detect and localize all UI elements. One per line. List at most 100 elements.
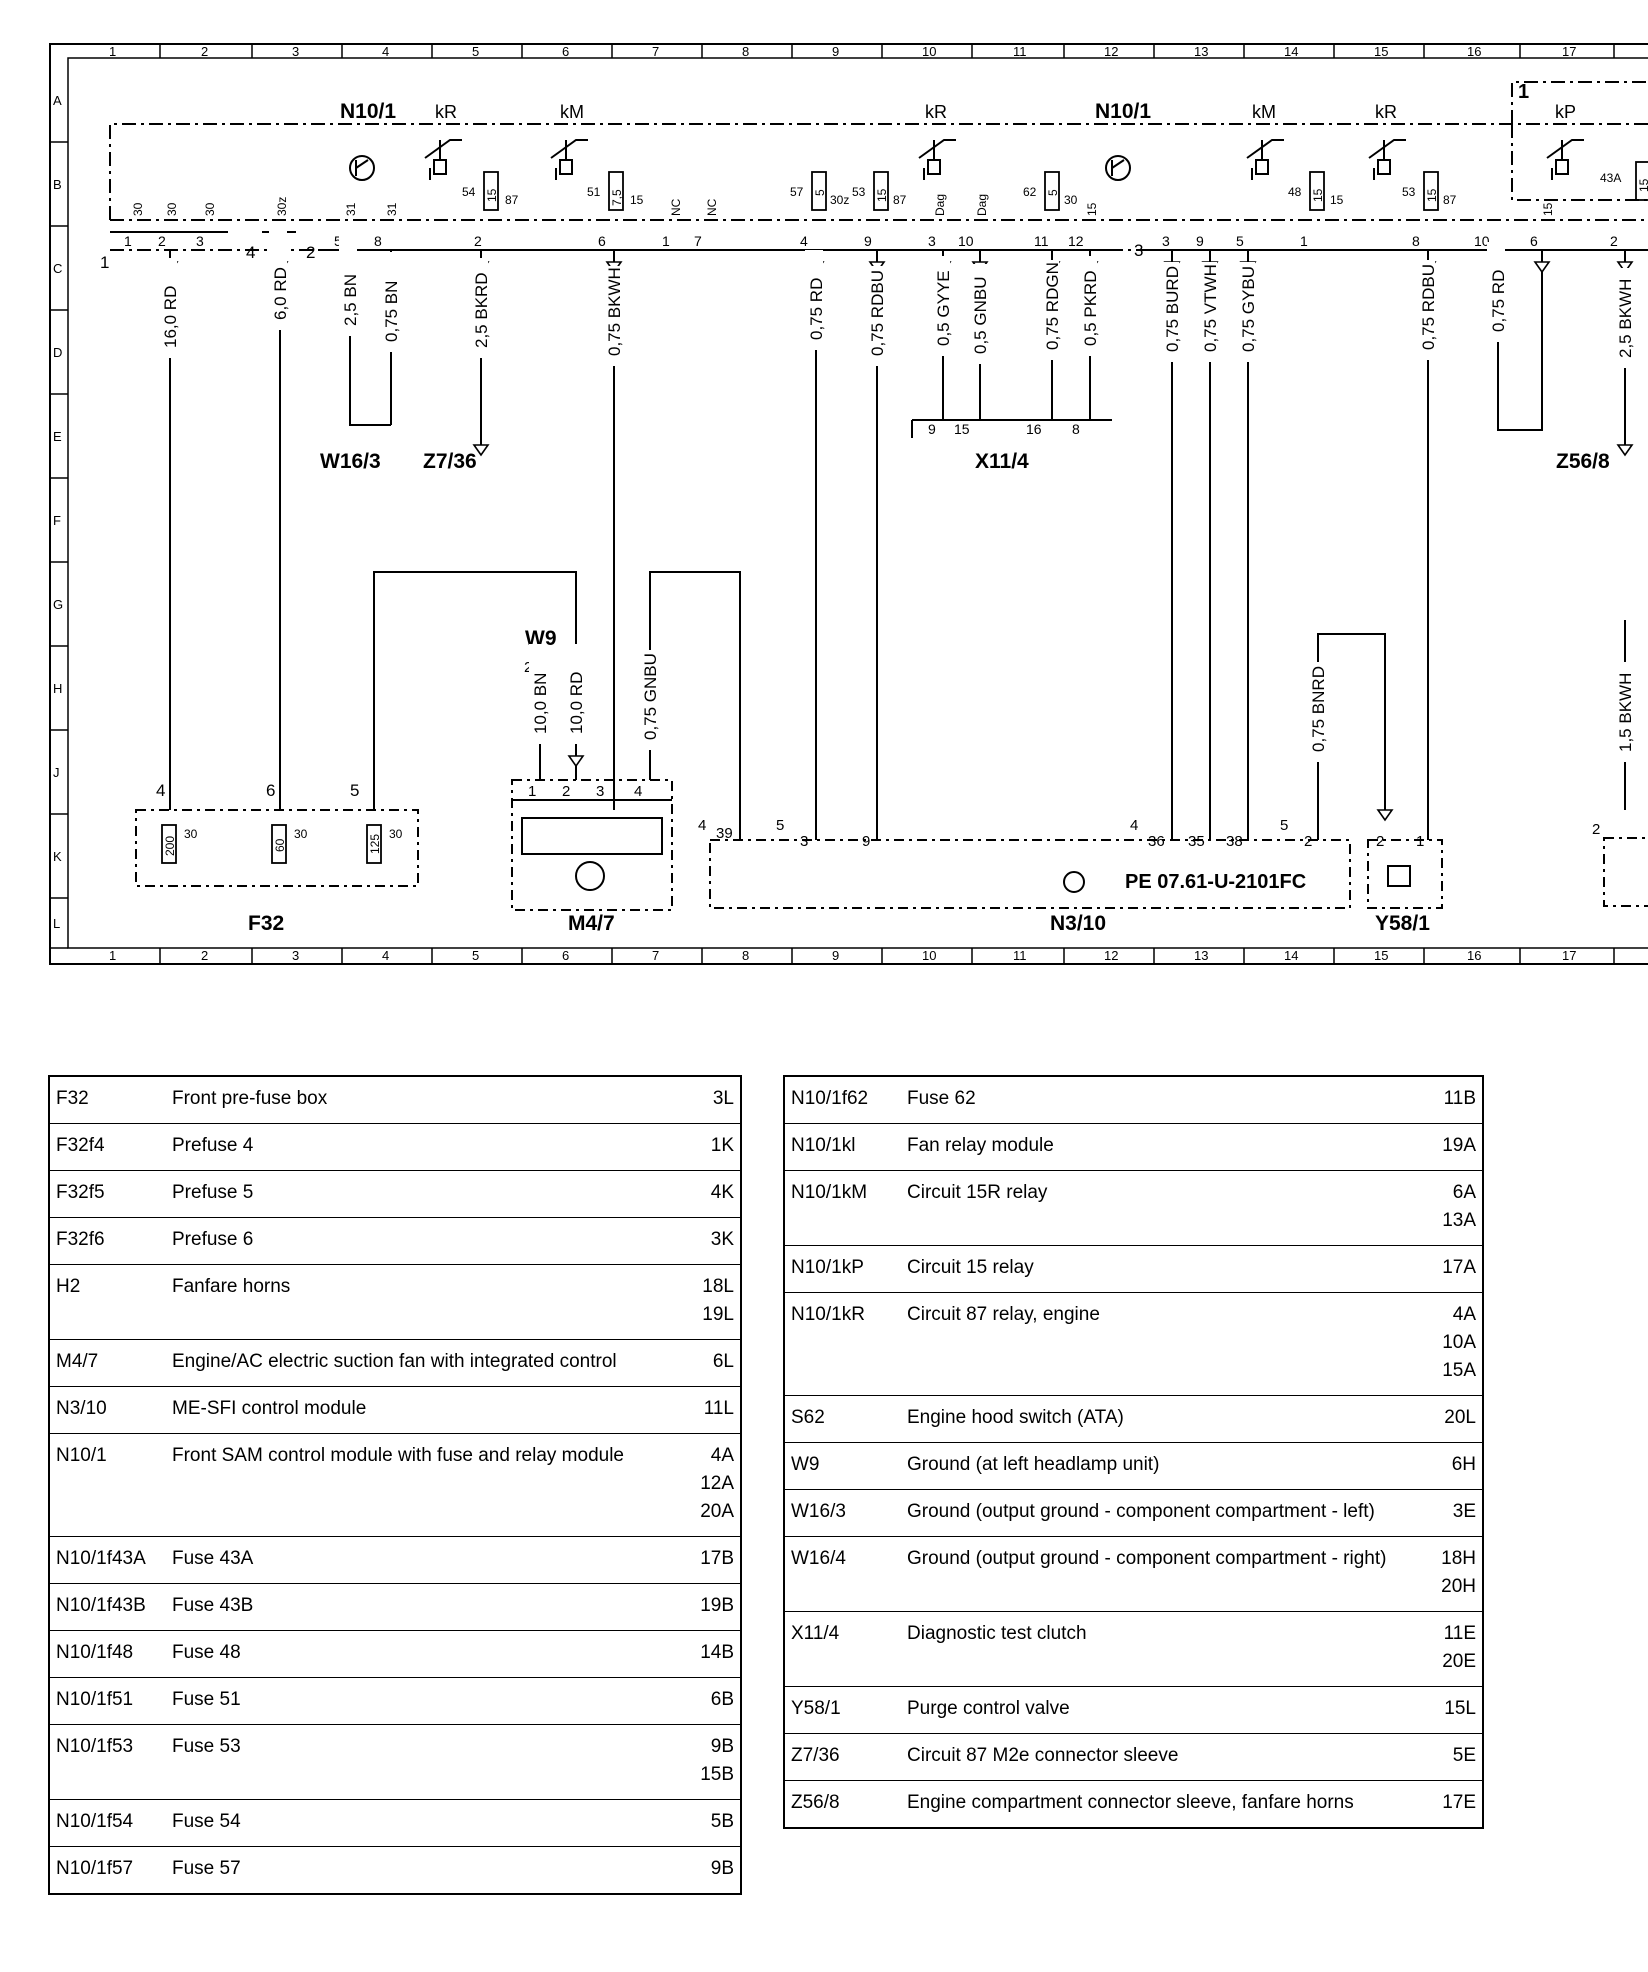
column-label: 9 — [832, 948, 839, 963]
wire-label: 0,75 VTWH — [1201, 264, 1220, 352]
wire-label-bg — [1041, 260, 1059, 360]
svg-text:15: 15 — [1330, 193, 1344, 207]
wire-label-bg — [269, 230, 287, 330]
legend-location: 6H — [1431, 1442, 1483, 1490]
svg-text:4: 4 — [156, 781, 165, 800]
wire-label-bg — [1079, 256, 1097, 356]
wire-label: 0,75 RDBU — [1419, 264, 1438, 350]
column-label: 16 — [1467, 948, 1481, 963]
svg-text:53: 53 — [1402, 185, 1416, 199]
x11-4-connector — [911, 419, 1112, 438]
legend-description: Fuse 62 — [901, 1075, 1432, 1124]
legend-code: N10/1kR — [784, 1292, 901, 1396]
svg-text:6: 6 — [598, 233, 606, 249]
legend-location: 19A — [1431, 1123, 1483, 1171]
svg-text:2: 2 — [474, 233, 482, 249]
svg-text:15: 15 — [1085, 202, 1099, 216]
legend-code: F32f5 — [49, 1170, 166, 1218]
svg-text:3: 3 — [596, 783, 604, 800]
column-label: 5 — [472, 44, 479, 59]
legend-description: Engine compartment connector sleeve, fan… — [901, 1780, 1432, 1829]
svg-text:15: 15 — [630, 193, 644, 207]
legend-location: 1K — [688, 1123, 741, 1171]
legend-code: F32 — [49, 1075, 166, 1124]
svg-text:30: 30 — [294, 827, 308, 841]
legend-description: Fuse 57 — [166, 1846, 689, 1895]
legend-code: W9 — [784, 1442, 901, 1490]
svg-text:10: 10 — [1474, 233, 1490, 249]
svg-text:12: 12 — [1068, 233, 1084, 249]
legend-code: N10/1f48 — [49, 1630, 166, 1678]
legend-description: Circuit 87 M2e connector sleeve — [901, 1733, 1432, 1781]
connector-pin-numbers: 1 2 3 1 4 2 5 8 2 6 1 7 4 9 3 10 11 12 3… — [100, 233, 1618, 272]
row-label: L — [53, 916, 60, 931]
legend-location: 19B — [688, 1583, 741, 1631]
svg-text:30: 30 — [165, 202, 179, 216]
svg-text:6: 6 — [266, 781, 275, 800]
legend-description: Fuse 53 — [166, 1724, 689, 1800]
wire-label-bg — [1417, 260, 1435, 360]
wire-label: 0,75 RD — [807, 278, 826, 340]
legend-code: F32f4 — [49, 1123, 166, 1171]
wire-label: 0,75 RD — [1489, 270, 1508, 332]
fuse-ratings: 15 7,5 5 15 5 15 15 15 — [485, 178, 1648, 206]
svg-text:15: 15 — [1637, 178, 1648, 192]
svg-text:Dag: Dag — [933, 194, 947, 216]
f32-label: F32 — [248, 912, 284, 935]
svg-text:8: 8 — [374, 233, 382, 249]
relay-kr-2: kR — [925, 102, 947, 122]
svg-text:30z: 30z — [830, 193, 849, 207]
column-label: 1 — [109, 44, 116, 59]
svg-text:4: 4 — [1130, 817, 1138, 834]
legend-description: Front pre-fuse box — [166, 1075, 689, 1124]
m4-7-pins: 1 2 3 4 2 — [524, 659, 642, 800]
svg-text:4: 4 — [246, 243, 255, 262]
svg-text:4: 4 — [800, 233, 808, 249]
wire-label-bg — [1614, 662, 1632, 762]
legend-location: 15L — [1431, 1686, 1483, 1734]
svg-text:9: 9 — [1196, 233, 1204, 249]
column-label: 9 — [832, 44, 839, 59]
w16-3-label: W16/3 — [320, 450, 381, 473]
svg-text:2: 2 — [1610, 233, 1618, 249]
svg-text:30: 30 — [184, 827, 198, 841]
wire-label-bg — [565, 644, 583, 744]
svg-text:3: 3 — [928, 233, 936, 249]
legend-description: Fan relay module — [901, 1123, 1432, 1171]
svg-text:30: 30 — [131, 202, 145, 216]
svg-text:31: 31 — [385, 202, 399, 216]
column-label: 3 — [292, 44, 299, 59]
wire-label-bg — [805, 250, 823, 350]
n10-label-left: N10/1 — [340, 100, 396, 123]
y58-1-pins: 2 1 2 — [1376, 821, 1600, 850]
n3-10-box — [709, 839, 1351, 909]
x11-4-label: X11/4 — [975, 450, 1029, 473]
svg-text:16: 16 — [1026, 421, 1042, 437]
pin-labels: 30 30 30 30z 31 31 NC NC Dag Dag 15 15 — [131, 194, 1555, 216]
legend-code: N10/1 — [49, 1433, 166, 1537]
f32-pin-numbers: 4 6 5 — [156, 781, 359, 800]
m4-7-label: M4/7 — [568, 912, 615, 935]
row-label: J — [53, 765, 60, 780]
legend-location: 5E — [1431, 1733, 1483, 1781]
wire-label: 0,75 RDBU — [868, 270, 887, 356]
wire-label: 2,5 BKWH — [1616, 279, 1635, 358]
svg-text:62: 62 — [1023, 185, 1037, 199]
wire-label-bg — [529, 644, 547, 744]
svg-text:9: 9 — [864, 233, 872, 249]
relay-switches — [424, 139, 1584, 180]
wire-label: 0,75 BN — [382, 281, 401, 342]
column-label: 15 — [1374, 44, 1388, 59]
